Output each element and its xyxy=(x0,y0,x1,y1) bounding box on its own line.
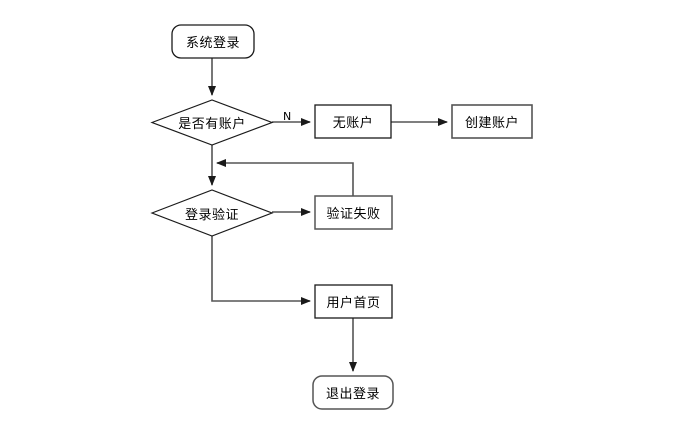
node-user-home-shape xyxy=(314,284,393,319)
node-login-verify-shape xyxy=(150,189,274,237)
edge-label-no-branch: N xyxy=(283,110,292,123)
node-has-account-shape xyxy=(150,99,274,146)
edge-verify-to-home xyxy=(211,236,311,305)
node-create-account-shape xyxy=(451,104,533,139)
node-logout-shape xyxy=(312,375,394,410)
edge-failed-loop-back xyxy=(216,159,354,196)
node-no-account-shape xyxy=(314,104,392,139)
node-start-shape xyxy=(171,24,255,59)
node-verify-failed-shape xyxy=(314,195,393,230)
